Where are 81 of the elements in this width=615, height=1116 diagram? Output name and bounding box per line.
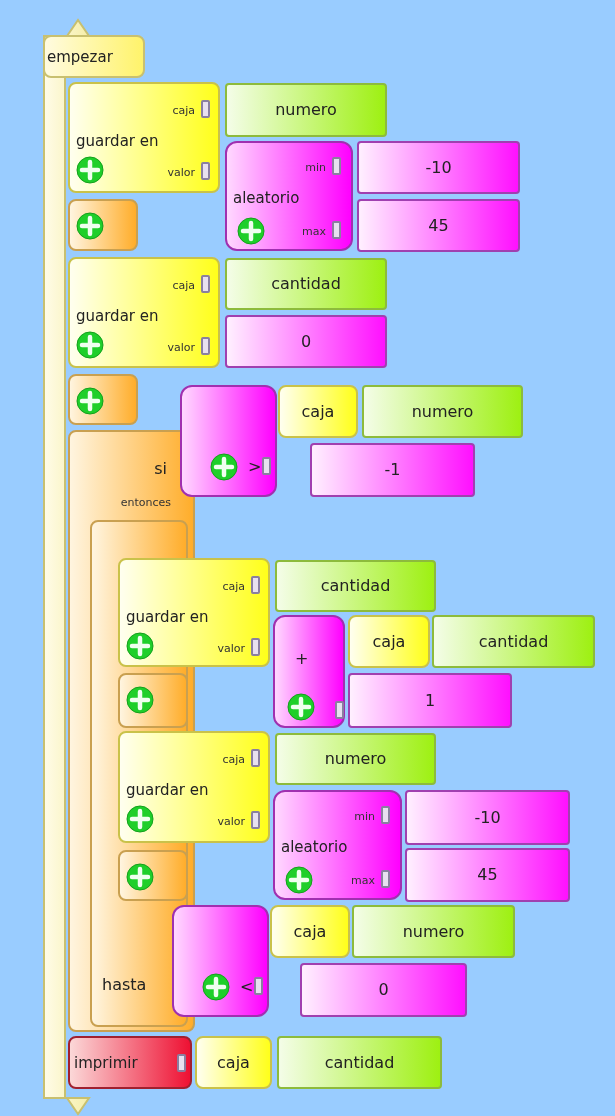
- block-label: caja: [222, 753, 245, 765]
- value-block: [225, 315, 387, 368]
- block-label: cantidad: [324, 1054, 395, 1071]
- assign-block: [68, 82, 220, 193]
- block-label: numero: [324, 751, 387, 767]
- block-label: -10: [474, 809, 501, 826]
- compare-block: [172, 905, 269, 1017]
- block-label: 1: [424, 692, 436, 709]
- block-label: hasta: [102, 977, 147, 993]
- assign-block: [118, 731, 270, 843]
- block-label: valor: [217, 642, 245, 654]
- random-block: [225, 141, 353, 251]
- block-label: caja: [301, 403, 335, 420]
- compare-block: [180, 385, 277, 497]
- add-block: [273, 615, 345, 728]
- block-label: guardar en: [76, 133, 159, 149]
- assign-block: [118, 558, 270, 667]
- block-label: -10: [425, 159, 452, 176]
- value-block: [310, 443, 475, 497]
- block-label: max: [351, 874, 375, 886]
- value-block: [357, 141, 520, 194]
- block-label: aleatorio: [233, 190, 300, 206]
- value-block: [275, 733, 436, 785]
- value-block: [300, 963, 467, 1017]
- print-block: [68, 1036, 192, 1089]
- block-label: caja: [172, 104, 195, 116]
- block-label: numero: [275, 102, 337, 118]
- value-block: [405, 848, 570, 902]
- value-block: [357, 199, 520, 252]
- value-block: [278, 385, 358, 438]
- block-label: aleatorio: [281, 839, 348, 855]
- value-block: [352, 905, 515, 958]
- block-label: entonces: [120, 496, 171, 508]
- block-label: 0: [378, 982, 389, 998]
- block-label: max: [302, 225, 326, 237]
- block-label: caja: [293, 923, 327, 940]
- block-label: -1: [384, 462, 401, 478]
- block-label: cantidad: [478, 633, 549, 650]
- block-label: 45: [428, 217, 449, 234]
- block-label: valor: [167, 166, 195, 178]
- block-label: 0: [300, 333, 312, 350]
- block-label: valor: [167, 341, 195, 353]
- start-block: [43, 35, 145, 78]
- block-label: caja: [222, 580, 245, 592]
- block-label: si: [154, 461, 167, 477]
- block-label: imprimir: [74, 1055, 138, 1070]
- value-block: [270, 905, 350, 958]
- statement-slot-block: [118, 673, 188, 728]
- block-label: >: [248, 459, 262, 475]
- block-label: min: [354, 810, 375, 822]
- block-label: guardar en: [126, 609, 209, 625]
- block-label: empezar: [47, 49, 113, 64]
- block-label: <: [240, 979, 254, 995]
- assign-block: [68, 257, 220, 368]
- block-label: valor: [217, 815, 245, 827]
- value-block: [195, 1036, 272, 1089]
- value-block: [348, 673, 512, 728]
- value-block: [225, 83, 387, 137]
- statement-slot-block: [68, 374, 138, 425]
- value-block: [275, 560, 436, 612]
- block-label: guardar en: [126, 782, 209, 798]
- value-block: [277, 1036, 442, 1089]
- block-label: cantidad: [271, 276, 341, 292]
- value-block: [348, 615, 430, 668]
- block-label: cantidad: [320, 578, 391, 594]
- block-label: numero: [411, 403, 474, 420]
- block-label: caja: [372, 633, 406, 650]
- block-label: numero: [402, 923, 465, 940]
- block-label: +: [295, 651, 309, 667]
- block-label: caja: [217, 1054, 250, 1071]
- statement-slot-block: [118, 850, 188, 901]
- statement-slot-block: [68, 199, 138, 251]
- block-label: 45: [477, 867, 498, 883]
- block-label: caja: [172, 279, 195, 291]
- random-block: [273, 790, 402, 900]
- value-block: [225, 258, 387, 310]
- block-label: min: [305, 161, 326, 173]
- block-label: guardar en: [76, 308, 159, 324]
- value-block: [432, 615, 595, 668]
- value-block: [405, 790, 570, 845]
- value-block: [362, 385, 523, 438]
